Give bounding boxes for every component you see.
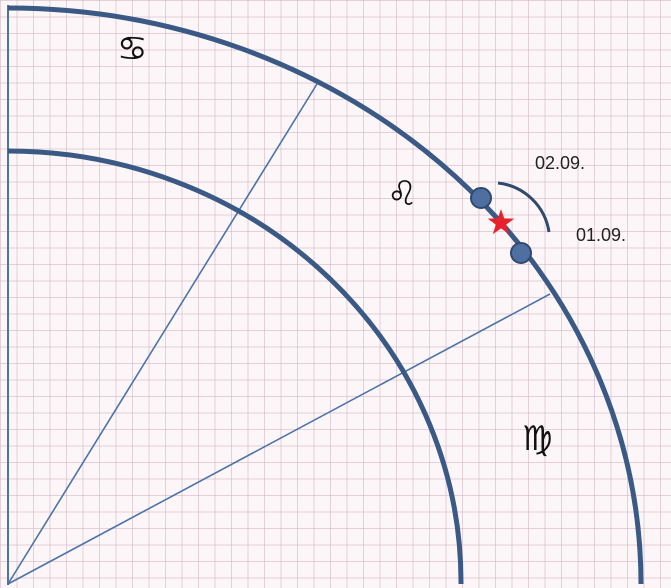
position-dot-icon <box>470 187 492 209</box>
date-label-02-09: 02.09. <box>535 153 585 173</box>
cancer-leo-division-line <box>7 83 318 585</box>
leo-virgo-division-line <box>7 293 551 585</box>
inner-arc <box>7 148 464 585</box>
date-interval-bracket <box>497 181 551 233</box>
position-dot-icon <box>510 242 532 264</box>
date-label-01-09: 01.09. <box>576 225 626 245</box>
virgo-sign: ♍ <box>522 419 552 459</box>
red-star-icon <box>487 209 515 235</box>
outer-arc <box>7 5 644 585</box>
cancer-sign: ♋ <box>117 29 147 69</box>
leo-sign: ♌ <box>387 174 417 214</box>
